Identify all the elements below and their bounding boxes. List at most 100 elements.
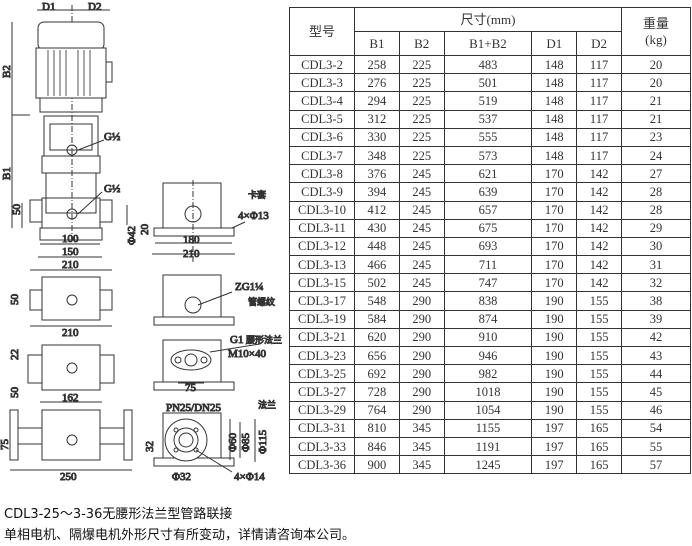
label-zg-thread: ZG1¼ [235,281,263,293]
value-cell: 448 [354,236,400,257]
value-cell: 225 [398,127,445,147]
label-holes-13: 4×Φ13 [238,210,269,222]
value-cell: 170 [531,273,578,293]
value-cell: 946 [443,345,533,366]
value-cell: 46 [621,400,691,420]
value-cell: 1018 [443,382,533,402]
main-pump-view [11,5,128,271]
value-cell: 225 [398,91,445,111]
value-cell: 290 [398,291,445,311]
value-cell: 621 [443,164,533,184]
value-cell: 747 [443,273,533,293]
column-header: B1 [354,31,400,56]
model-cell: CDL3-11 [289,218,355,238]
value-cell: 155 [576,345,622,366]
model-cell: CDL3-2 [289,54,355,75]
value-cell: 190 [531,327,578,348]
model-cell: CDL3-15 [289,273,355,293]
value-cell: 190 [531,291,578,311]
value-cell: 711 [443,255,533,275]
value-cell: 245 [398,164,445,184]
value-cell: 148 [531,145,578,166]
value-cell: 23 [621,127,691,147]
value-cell: 148 [531,109,578,129]
header-weight-label: 重量 [642,15,669,31]
value-cell: 430 [354,218,400,238]
value-cell: 294 [354,91,400,111]
value-cell: 584 [354,309,400,329]
value-cell: 142 [576,200,622,220]
value-cell: 620 [354,327,400,348]
header-model: 型号 [289,7,355,56]
value-cell: 537 [443,109,533,129]
value-cell: 190 [531,382,578,402]
value-cell: 117 [576,91,622,111]
model-cell: CDL3-21 [289,327,355,348]
value-cell: 31 [621,255,691,275]
label-m10x40: M10×40 [228,348,266,360]
value-cell: 764 [354,400,400,420]
model-cell: CDL3-36 [289,455,355,475]
note-line-2: 单相电机、隔爆电机外形尺寸有所变动，详情请咨询本公司。 [4,528,356,543]
value-cell: 838 [443,291,533,311]
value-cell: 466 [354,255,400,275]
dim-150: 150 [62,246,79,258]
label-pn25-dn25: PN25/DN25 [166,402,222,414]
dim-d1: D1 [42,1,55,13]
value-cell: 190 [531,345,578,366]
value-cell: 692 [354,364,400,384]
model-cell: CDL3-5 [289,109,355,129]
value-cell: 165 [576,436,622,457]
dim-22: 22 [9,349,21,360]
value-cell: 900 [354,455,400,475]
value-cell: 155 [576,382,622,402]
value-cell: 28 [621,200,691,220]
value-cell: 519 [443,91,533,111]
value-cell: 44 [621,364,691,384]
dim-75-v4: 75 [0,439,11,451]
value-cell: 170 [531,200,578,220]
column-header: B2 [398,31,445,56]
value-cell: 245 [398,255,445,275]
value-cell: 412 [354,200,400,220]
value-cell: 148 [531,91,578,111]
value-cell: 573 [443,145,533,166]
model-cell: CDL3-4 [289,91,355,111]
dim-210-side: 210 [183,248,200,260]
value-cell: 148 [531,127,578,147]
value-cell: 245 [398,218,445,238]
dim-50-v2: 50 [9,294,21,306]
value-cell: 548 [354,291,400,311]
value-cell: 1191 [443,436,533,457]
label-g1: G1 [230,334,243,346]
value-cell: 117 [576,73,622,93]
side-view-clamp [152,180,246,262]
value-cell: 1054 [443,400,533,420]
header-dimensions: 尺寸(mm) [354,7,622,32]
model-cell: CDL3-3 [289,73,355,93]
model-cell: CDL3-19 [289,309,355,329]
value-cell: 42 [621,327,691,348]
value-cell: 290 [398,382,445,402]
dim-210: 210 [62,259,79,271]
dim-210-v2: 210 [62,327,79,339]
dim-250: 250 [60,471,77,483]
dim-162: 162 [62,392,79,404]
value-cell: 21 [621,109,691,129]
value-cell: 148 [531,54,578,75]
value-cell: 225 [398,54,445,75]
value-cell: 245 [398,200,445,220]
value-cell: 165 [576,455,622,475]
header-weight-unit: (kg) [645,31,667,47]
value-cell: 245 [398,182,445,202]
value-cell: 345 [398,436,445,457]
